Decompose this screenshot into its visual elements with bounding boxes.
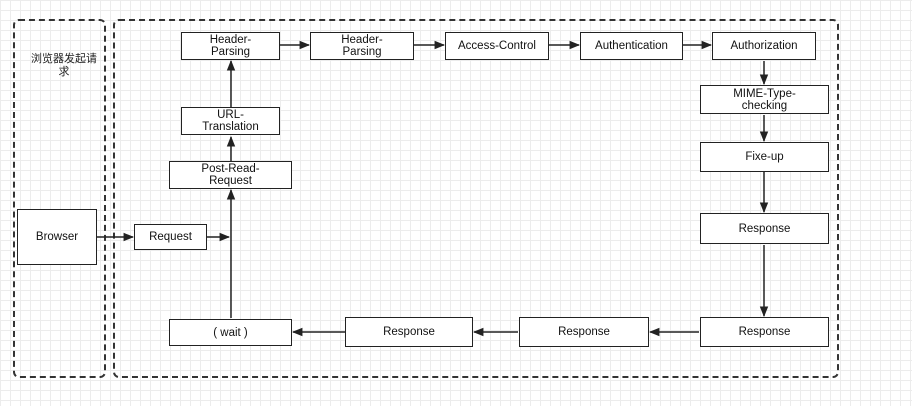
node-response-1[interactable]: Response bbox=[700, 213, 829, 244]
node-response-2[interactable]: Response bbox=[700, 317, 829, 347]
node-authorization[interactable]: Authorization bbox=[712, 32, 816, 60]
server-swimlane bbox=[113, 19, 839, 378]
node-mime-type-checking[interactable]: MIME-Type- checking bbox=[700, 85, 829, 114]
node-access-control[interactable]: Access-Control bbox=[445, 32, 549, 60]
node-header-parsing-2[interactable]: Header- Parsing bbox=[310, 32, 414, 60]
node-wait[interactable]: ( wait ) bbox=[169, 319, 292, 346]
node-request[interactable]: Request bbox=[134, 224, 207, 250]
node-browser[interactable]: Browser bbox=[17, 209, 97, 265]
node-post-read-request[interactable]: Post-Read- Request bbox=[169, 161, 292, 189]
node-response-3[interactable]: Response bbox=[519, 317, 649, 347]
node-url-translation[interactable]: URL- Translation bbox=[181, 107, 280, 135]
node-authentication[interactable]: Authentication bbox=[580, 32, 683, 60]
browser-swimlane bbox=[13, 19, 106, 378]
node-header-parsing-1[interactable]: Header- Parsing bbox=[181, 32, 280, 60]
browser-swimlane-label: 浏览器发起请 求 bbox=[31, 53, 97, 78]
node-response-4[interactable]: Response bbox=[345, 317, 473, 347]
node-fixup[interactable]: Fixe-up bbox=[700, 142, 829, 172]
